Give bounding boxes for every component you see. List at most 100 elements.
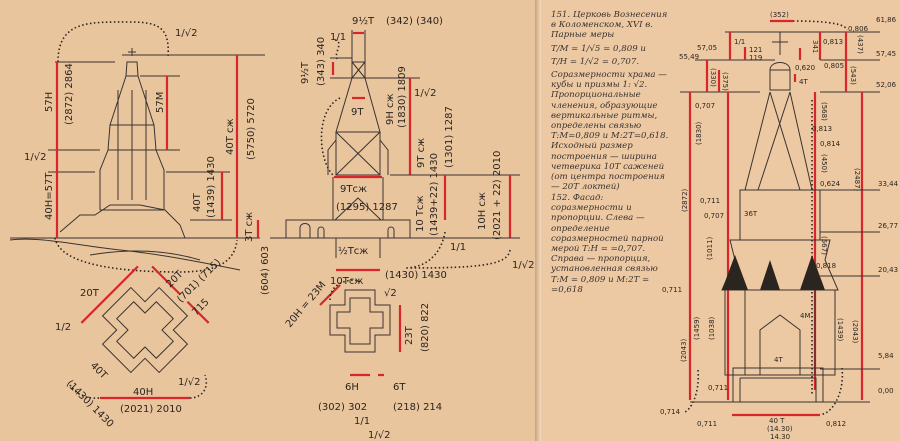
label-36t: 36T bbox=[744, 210, 758, 218]
label-0620: 0,620 bbox=[795, 64, 815, 72]
label-1430-1430: (1430) 1430 bbox=[385, 270, 447, 281]
label-1439: (1439) bbox=[836, 318, 844, 342]
label-820-822: (820) 822 bbox=[420, 303, 431, 352]
label-one-over-root2-bottom: 1/√2 bbox=[512, 260, 534, 271]
label-1430-paren: (14.30) bbox=[767, 425, 793, 433]
label-half-tsg: ½Tсж bbox=[338, 245, 368, 257]
label-40tsg: 40T сж bbox=[225, 118, 236, 155]
label-9tsg-inner: 9Tсж bbox=[340, 184, 367, 195]
label-40t-values: (1439) 1430 bbox=[206, 156, 217, 218]
label-one-over-one-bottom: 1/1 bbox=[450, 242, 466, 253]
level-5705: 57,05 bbox=[697, 44, 717, 52]
caption-151-formula1: T/M = 1/√5 = 0,809 и bbox=[551, 43, 646, 54]
label-2043b: (2043) bbox=[851, 320, 859, 344]
label-0711d: 0,711 bbox=[697, 420, 717, 428]
label-40tsg-values: (5750) 5720 bbox=[246, 98, 257, 160]
label-0818: 0,818 bbox=[816, 262, 836, 270]
label-one-over-one-plan: 1/1 bbox=[354, 416, 370, 427]
label-119: 119 bbox=[749, 54, 762, 62]
label-57h-values: (2872) 2864 bbox=[64, 63, 75, 125]
label-one-one: 1/1 bbox=[734, 38, 745, 46]
level-6186: 61,86 bbox=[876, 16, 897, 24]
label-0624: 0,624 bbox=[820, 180, 841, 188]
church-section bbox=[270, 30, 520, 272]
label-one-over-one-top: 1/1 bbox=[330, 32, 346, 43]
label-0813b: 0,813 bbox=[812, 125, 832, 133]
label-604: (604) 603 bbox=[260, 246, 271, 295]
label-0711b: 0,711 bbox=[662, 286, 682, 294]
label-1459: (1459) bbox=[693, 316, 701, 340]
caption-151: 151. Церковь Вознесения в Коломенском, X… bbox=[551, 10, 675, 192]
label-1439-22-1430: (1439+22) 1430 bbox=[429, 153, 440, 236]
left-page-drawings: 1/√2 57H (2872) 2864 57M 40T сж (5750) 5… bbox=[9, 15, 534, 441]
label-57m: 57M bbox=[155, 92, 166, 113]
book-gutter bbox=[535, 0, 541, 441]
label-9hsg: 9H сж bbox=[385, 93, 396, 125]
label-0814: 0,814 bbox=[820, 140, 841, 148]
left-page bbox=[0, 0, 535, 441]
caption-152: 152. Фасад: соразмерности и пропорции. С… bbox=[551, 193, 664, 295]
label-1295-1287: (1295) 1287 bbox=[336, 202, 398, 213]
label-root2: √2 bbox=[384, 288, 397, 299]
label-0707b: 0,707 bbox=[704, 212, 724, 220]
label-375: (375) bbox=[721, 72, 729, 91]
level-5206: 52,06 bbox=[876, 81, 897, 89]
label-4t-top: 4T bbox=[799, 78, 808, 86]
label-543: (543) bbox=[849, 66, 857, 85]
label-9tsg: 9T сж bbox=[416, 138, 427, 168]
label-1430: 14.30 bbox=[770, 433, 790, 441]
label-0711a: 0,711 bbox=[700, 197, 720, 205]
label-568: (568) bbox=[820, 102, 828, 121]
label-437: (437) bbox=[856, 35, 864, 54]
label-1011: (1011) bbox=[706, 236, 714, 260]
label-1038: (1038) bbox=[708, 316, 716, 340]
label-2043a: (2043) bbox=[680, 338, 688, 362]
label-6h: 6H bbox=[345, 382, 359, 393]
label-352: (352) bbox=[770, 11, 789, 19]
plan-left bbox=[80, 265, 210, 374]
label-330: (330) bbox=[709, 68, 717, 87]
label-10tsg-base: 10Tсж bbox=[330, 276, 363, 287]
label-2021-2010: (2021) 2010 bbox=[120, 404, 182, 415]
label-one-over-root2-mid: 1/√2 bbox=[414, 88, 436, 99]
level-2677: 26,77 bbox=[878, 222, 898, 230]
label-218-214: (218) 214 bbox=[393, 402, 442, 413]
label-0806: 0,806 bbox=[848, 25, 869, 33]
label-40h: 40H bbox=[133, 387, 153, 398]
church-elevation bbox=[9, 21, 265, 273]
level-2043: 20,43 bbox=[878, 266, 898, 274]
label-0711c: 0,711 bbox=[708, 384, 728, 392]
level-5549: 55,49 bbox=[679, 53, 699, 61]
label-1301-1287: (1301) 1287 bbox=[444, 106, 455, 168]
label-9-5t-top: 9½T bbox=[352, 15, 375, 27]
caption-151-formula2: T/H = 1/√2 = 0,707. bbox=[551, 56, 640, 67]
plan-right bbox=[319, 279, 402, 377]
level-000: 0,00 bbox=[878, 387, 894, 395]
label-2872: (2872) bbox=[681, 188, 689, 212]
label-0805: 0,805 bbox=[824, 62, 844, 70]
label-2021-22-2010: (2021 + 22) 2010 bbox=[492, 151, 503, 240]
label-342-340: (342) (340) bbox=[386, 16, 443, 27]
level-5745: 57,45 bbox=[876, 50, 896, 58]
label-10hsg: 10H сж bbox=[477, 192, 488, 230]
label-half: 1/2 bbox=[55, 322, 71, 333]
label-0812: 0,812 bbox=[826, 420, 846, 428]
label-567: (567) bbox=[820, 236, 828, 255]
label-1830: (1830) bbox=[695, 121, 703, 145]
label-one-over-root2-top: 1/√2 bbox=[175, 28, 197, 39]
label-4t-bottom: 4T bbox=[774, 356, 783, 364]
label-57h: 57H bbox=[44, 92, 55, 112]
label-40h-57t: 40H=57T bbox=[44, 172, 55, 220]
caption-151-body: Соразмерности храма — кубы и призмы 1: √… bbox=[551, 70, 669, 193]
label-450: (450) bbox=[820, 154, 828, 173]
level-3344: 33,44 bbox=[878, 180, 899, 188]
label-40t: 40T bbox=[192, 192, 203, 212]
label-9t: 9T bbox=[351, 107, 364, 118]
caption-151-title: 151. Церковь Вознесения в Коломенском, X… bbox=[551, 10, 668, 41]
facade-tower bbox=[680, 19, 880, 417]
label-one-over-root2-plan: 1/√2 bbox=[178, 377, 200, 388]
label-6t: 6T bbox=[393, 382, 406, 393]
label-1830-1809: (1830) 1809 bbox=[397, 66, 408, 128]
